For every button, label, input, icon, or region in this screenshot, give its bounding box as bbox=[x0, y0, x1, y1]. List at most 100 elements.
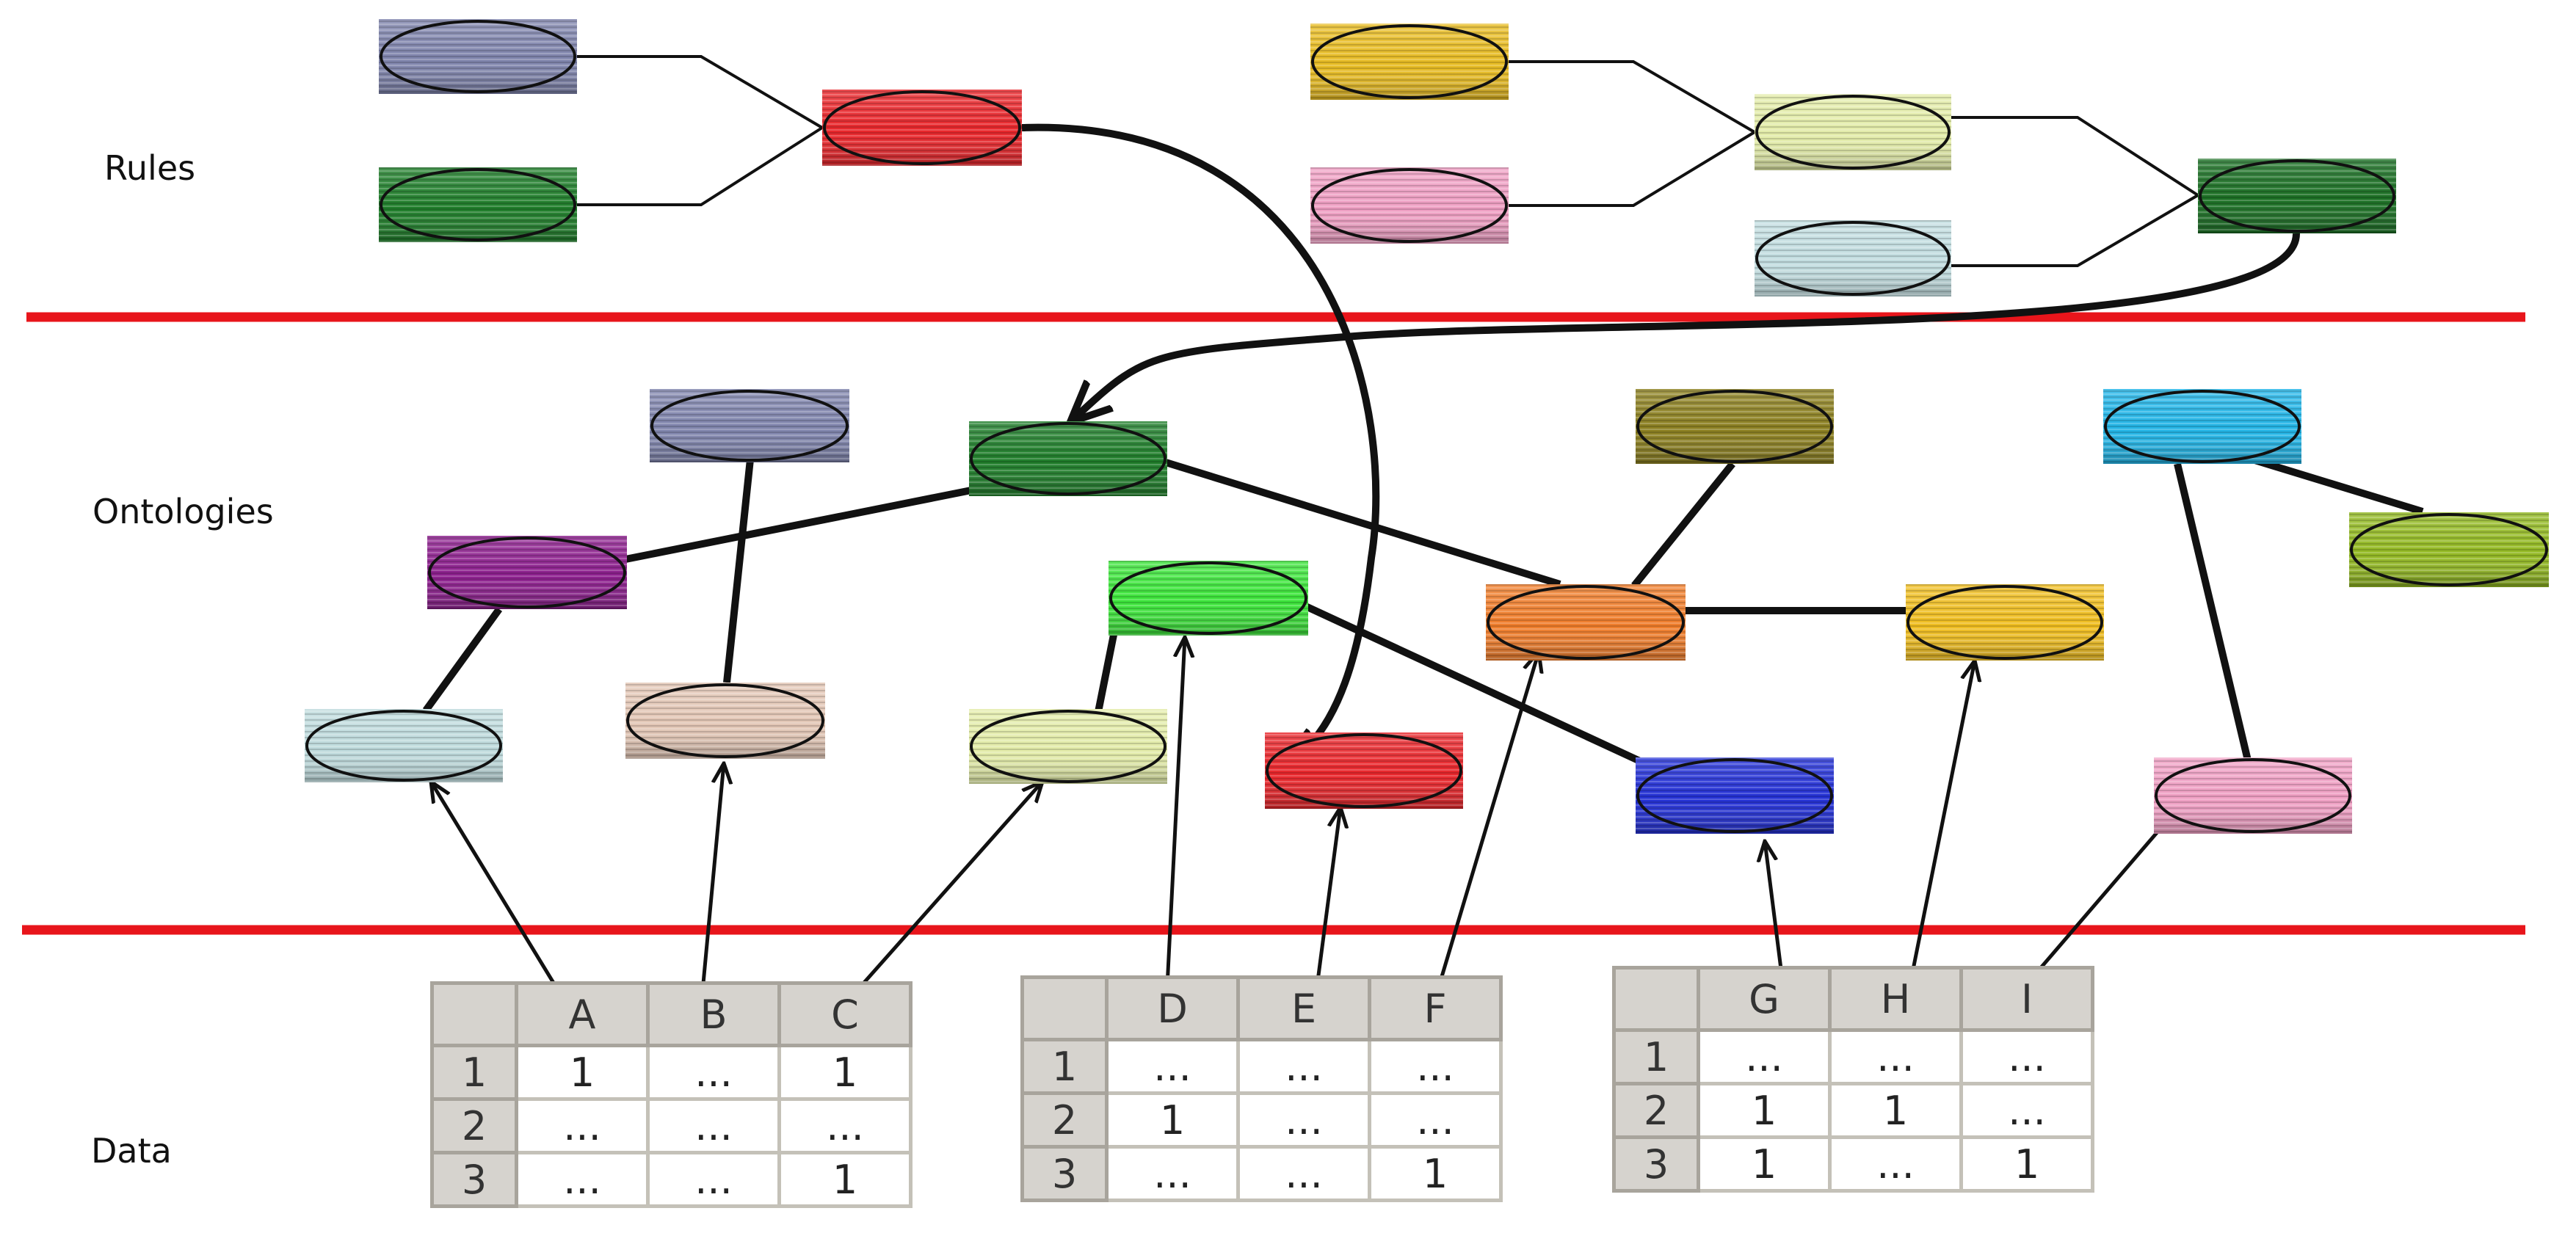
table-row: 2 1 ... ... bbox=[1020, 1091, 1503, 1149]
table-row: 3 1 ... 1 bbox=[1612, 1135, 2094, 1193]
rule-node-pink bbox=[1310, 167, 1509, 244]
rule-node-darkgreen bbox=[2198, 159, 2396, 233]
table-cell: 1 bbox=[1105, 1091, 1240, 1149]
table-cell: 1 bbox=[515, 1044, 650, 1101]
table-cell: ... bbox=[646, 1097, 781, 1154]
table-cell: ... bbox=[646, 1151, 781, 1208]
table-row: 3 ... ... 1 bbox=[1020, 1145, 1503, 1202]
data-to-ontology-arrow bbox=[1909, 661, 1975, 981]
table-cell: 1 bbox=[1697, 1135, 1832, 1193]
ontology-link bbox=[1164, 459, 1561, 588]
rule-to-ontology-arrow bbox=[1070, 233, 2301, 422]
table-row: 2 1 1 ... bbox=[1612, 1082, 2094, 1139]
table-row: 2 ... ... ... bbox=[430, 1097, 913, 1154]
rule-node-lightblue bbox=[1755, 220, 1951, 297]
table-cell: ... bbox=[1105, 1038, 1240, 1095]
ontology-link bbox=[1631, 461, 1735, 589]
column-header: G bbox=[1697, 966, 1832, 1032]
data-to-ontology-arrow bbox=[1165, 637, 1185, 987]
column-header: A bbox=[515, 981, 650, 1047]
rule-to-ontology-arrow bbox=[1021, 123, 1380, 766]
column-header: C bbox=[777, 981, 913, 1047]
table-row: 3 ... ... 1 bbox=[430, 1151, 913, 1208]
rule-connector bbox=[1951, 194, 2199, 267]
ontology-node-peach bbox=[625, 683, 825, 759]
data-to-ontology-arrow bbox=[1315, 807, 1340, 987]
row-header: 1 bbox=[430, 1044, 518, 1101]
table-cell: ... bbox=[1105, 1145, 1240, 1202]
data-to-ontology-arrow bbox=[2028, 809, 2177, 982]
row-header: 1 bbox=[1612, 1028, 1700, 1085]
data-to-ontology-arrows bbox=[431, 637, 2177, 1011]
data-table-ghi: G H I 1 ... ... ... 2 1 1 ... 3 1 ... 1 bbox=[1612, 966, 2094, 1193]
ontology-node-red bbox=[1265, 732, 1463, 809]
table-corner bbox=[430, 981, 518, 1047]
table-row: 1 ... ... ... bbox=[1020, 1038, 1503, 1095]
column-header: D bbox=[1105, 975, 1240, 1041]
table-cell: ... bbox=[1828, 1135, 1963, 1193]
table-cell: ... bbox=[777, 1097, 913, 1154]
row-header: 2 bbox=[430, 1097, 518, 1154]
ontology-node-paleblue bbox=[305, 709, 503, 782]
table-cell: 1 bbox=[1697, 1082, 1832, 1139]
table-cell: 1 bbox=[777, 1151, 913, 1208]
ontology-node-cream bbox=[969, 709, 1167, 784]
rule-node-red bbox=[822, 90, 1022, 166]
ontology-node-pink bbox=[2154, 757, 2352, 834]
table-cell: ... bbox=[1697, 1028, 1832, 1085]
layer-label-rules: Rules bbox=[104, 148, 196, 188]
row-header: 2 bbox=[1020, 1091, 1109, 1149]
rule-connector bbox=[1951, 116, 2199, 197]
table-cell: 1 bbox=[1959, 1135, 2094, 1193]
data-to-ontology-arrow bbox=[699, 763, 724, 1008]
ontology-node-green bbox=[969, 421, 1167, 496]
layer-label-data: Data bbox=[91, 1131, 172, 1171]
column-header: E bbox=[1236, 975, 1371, 1041]
data-table-def: D E F 1 ... ... ... 2 1 ... ... 3 ... ..… bbox=[1020, 975, 1503, 1202]
table-cell: 1 bbox=[1368, 1145, 1503, 1202]
nodes bbox=[305, 19, 2549, 834]
table-cell: ... bbox=[646, 1044, 781, 1101]
table-cell: ... bbox=[1959, 1082, 2094, 1139]
ontology-node-blue bbox=[1636, 757, 1834, 834]
ontology-link bbox=[422, 607, 503, 713]
table-cell: ... bbox=[1368, 1038, 1503, 1095]
layer-label-ontologies: Ontologies bbox=[92, 492, 274, 531]
data-to-ontology-arrow bbox=[431, 782, 570, 1008]
rule-connector bbox=[577, 55, 824, 129]
ontology-node-orange bbox=[1486, 584, 1686, 661]
data-to-ontology-arrow bbox=[1437, 652, 1539, 987]
rule-node-green bbox=[379, 167, 577, 242]
rule-node-purple bbox=[379, 19, 577, 94]
ontology-node-olive bbox=[1636, 389, 1834, 464]
rule-connector bbox=[577, 126, 824, 206]
data-to-ontology-arrow bbox=[1765, 841, 1785, 981]
column-header: H bbox=[1828, 966, 1963, 1032]
column-header: B bbox=[646, 981, 781, 1047]
row-header: 1 bbox=[1020, 1038, 1109, 1095]
column-header: F bbox=[1368, 975, 1503, 1041]
ontology-node-cyan bbox=[2103, 389, 2301, 464]
ontology-node-lime bbox=[1109, 561, 1308, 636]
rule-to-ontology-arrows bbox=[1021, 123, 2301, 766]
ontology-node-yellow bbox=[1906, 584, 2104, 661]
ontology-node-violet bbox=[427, 536, 627, 609]
table-cell: ... bbox=[1236, 1038, 1371, 1095]
ontology-link bbox=[2251, 456, 2424, 515]
data-to-ontology-arrow bbox=[838, 782, 1042, 1011]
rule-node-gold bbox=[1310, 23, 1509, 100]
ontology-link bbox=[2174, 462, 2252, 762]
table-cell: ... bbox=[1236, 1145, 1371, 1202]
ontology-link bbox=[625, 487, 972, 563]
rule-connectors bbox=[577, 55, 2199, 267]
table-corner bbox=[1612, 966, 1700, 1032]
table-corner bbox=[1020, 975, 1109, 1041]
rule-node-cream bbox=[1755, 94, 1951, 170]
table-cell: ... bbox=[1236, 1091, 1371, 1149]
ontology-link bbox=[723, 459, 754, 683]
table-row: 1 ... ... ... bbox=[1612, 1028, 2094, 1085]
rule-connector bbox=[1509, 60, 1756, 134]
ontology-node-purple bbox=[650, 389, 849, 462]
data-table-abc: A B C 1 1 ... 1 2 ... ... ... 3 ... ... … bbox=[430, 981, 913, 1208]
